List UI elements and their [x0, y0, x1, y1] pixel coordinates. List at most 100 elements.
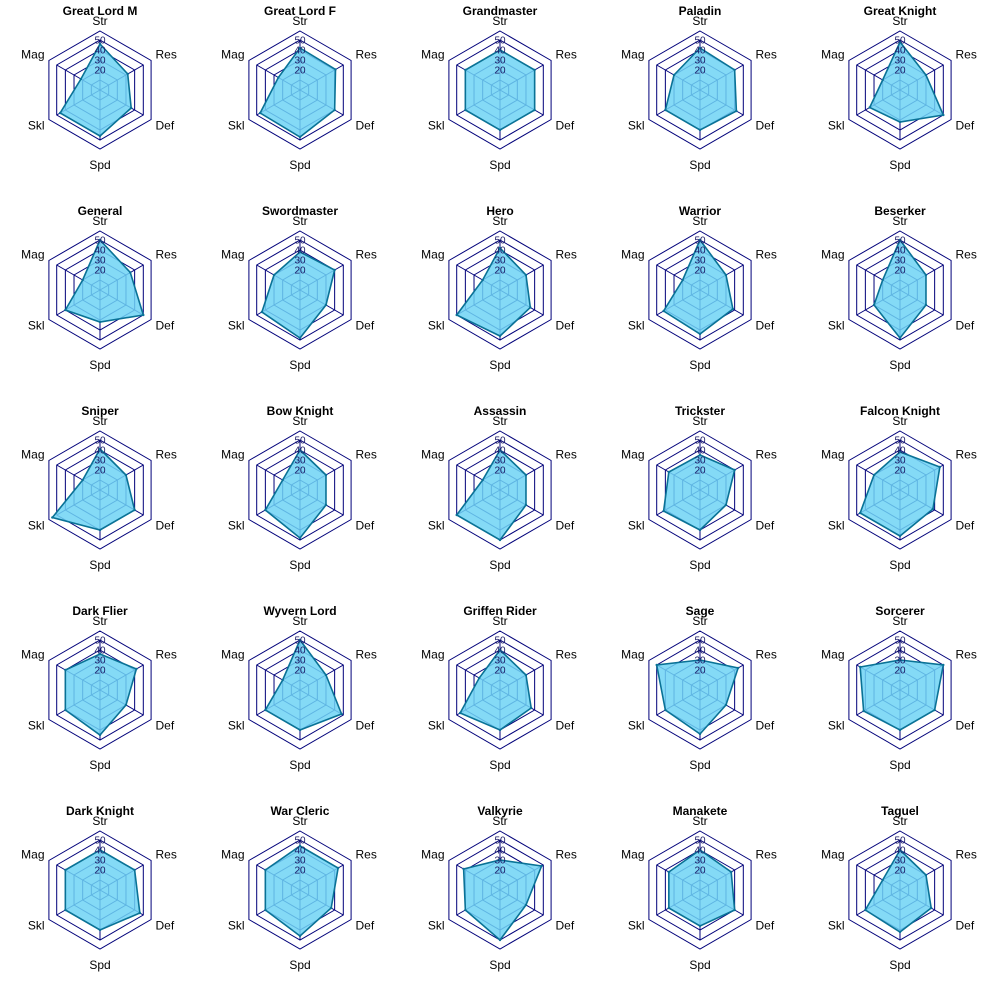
- chart-title: General: [78, 204, 123, 218]
- tick-label: 20: [894, 66, 906, 77]
- outer-frame: [248, 830, 352, 950]
- outer-frame: [248, 230, 352, 350]
- axis-label: Res: [355, 848, 376, 862]
- tick-label: 40: [294, 646, 306, 657]
- tick-label: 40: [94, 646, 106, 657]
- data-point: [458, 711, 462, 715]
- data-point: [464, 108, 467, 112]
- tick-label: 30: [94, 56, 106, 67]
- axis-label: Spd: [889, 758, 910, 772]
- axis-label: Spd: [889, 358, 910, 372]
- data-polygon: [455, 448, 527, 542]
- tick-label: 50: [894, 236, 906, 247]
- data-point: [733, 908, 736, 912]
- outer-frame: [48, 30, 152, 150]
- axis-label: Mag: [21, 448, 44, 462]
- tick-label: 20: [894, 266, 906, 277]
- data-point: [98, 42, 102, 46]
- axis-label: Res: [955, 48, 976, 62]
- axis-label: Spd: [289, 758, 310, 772]
- data-point: [464, 908, 467, 912]
- data-point: [126, 72, 129, 76]
- axis-label: Str: [292, 614, 307, 628]
- tick-label: 30: [294, 256, 306, 267]
- data-point: [51, 516, 54, 519]
- tick-label: 30: [294, 56, 306, 67]
- axis-label: Str: [892, 814, 907, 828]
- data-point: [64, 668, 67, 672]
- data-point: [324, 473, 328, 477]
- outer-frame: [648, 30, 752, 150]
- outer-frame: [448, 630, 552, 750]
- tick-label: 50: [94, 236, 106, 247]
- data-point: [667, 906, 671, 910]
- data-point: [898, 534, 902, 538]
- data-point: [898, 728, 902, 732]
- chart-title: Great Knight: [864, 4, 937, 18]
- data-point: [898, 930, 902, 934]
- tick-label: 40: [894, 446, 906, 457]
- data-point: [264, 508, 267, 512]
- axis-label: Str: [292, 214, 307, 228]
- outer-frame: [848, 430, 952, 550]
- tick-label: 40: [294, 46, 306, 57]
- axis-label: Mag: [421, 248, 444, 262]
- chart-title: Trickster: [675, 404, 725, 418]
- chart-title: Dark Flier: [72, 604, 128, 618]
- tick-label: 20: [294, 466, 306, 477]
- axis-label: Spd: [489, 558, 510, 572]
- tick-label: 40: [694, 246, 706, 257]
- axis-label: Res: [755, 448, 776, 462]
- chart-title: Paladin: [679, 4, 722, 18]
- axis-label: Spd: [489, 158, 510, 172]
- axis-label: Skl: [28, 719, 45, 733]
- tick-label: 40: [694, 46, 706, 57]
- axis-label: Skl: [628, 119, 645, 133]
- tick-label: 20: [94, 666, 106, 677]
- data-point: [524, 673, 528, 677]
- data-point: [862, 709, 865, 713]
- data-point: [667, 870, 671, 874]
- data-point: [98, 320, 102, 324]
- data-point: [498, 728, 502, 732]
- tick-label: 50: [294, 636, 306, 647]
- data-point: [98, 238, 102, 242]
- data-point: [736, 666, 740, 670]
- axis-label: Mag: [621, 248, 644, 262]
- data-point: [298, 934, 302, 938]
- data-point: [858, 665, 862, 669]
- data-point: [298, 638, 302, 642]
- axis-label: Str: [692, 214, 707, 228]
- chart-title: Taguel: [881, 804, 919, 818]
- axis-label: Skl: [428, 919, 445, 933]
- axis-label: Str: [492, 614, 507, 628]
- tick-label: 40: [94, 46, 106, 57]
- data-point: [481, 278, 484, 282]
- tick-label: 20: [494, 66, 506, 77]
- tick-label: 30: [694, 656, 706, 667]
- data-point: [464, 68, 467, 72]
- data-point: [698, 453, 702, 457]
- axis-label: Skl: [828, 719, 845, 733]
- axis-label: Def: [555, 719, 574, 733]
- tick-label: 50: [94, 636, 106, 647]
- tick-label: 50: [694, 636, 706, 647]
- chart-title: War Cleric: [271, 804, 330, 818]
- outer-frame: [648, 830, 752, 950]
- axis-label: Mag: [421, 848, 444, 862]
- data-point: [129, 271, 132, 274]
- axis-label: Str: [692, 614, 707, 628]
- tick-label: 30: [694, 856, 706, 867]
- chart-title: Dark Knight: [66, 804, 134, 818]
- axis-label: Def: [955, 319, 974, 333]
- axis-label: Str: [492, 14, 507, 28]
- axis-label: Def: [355, 319, 374, 333]
